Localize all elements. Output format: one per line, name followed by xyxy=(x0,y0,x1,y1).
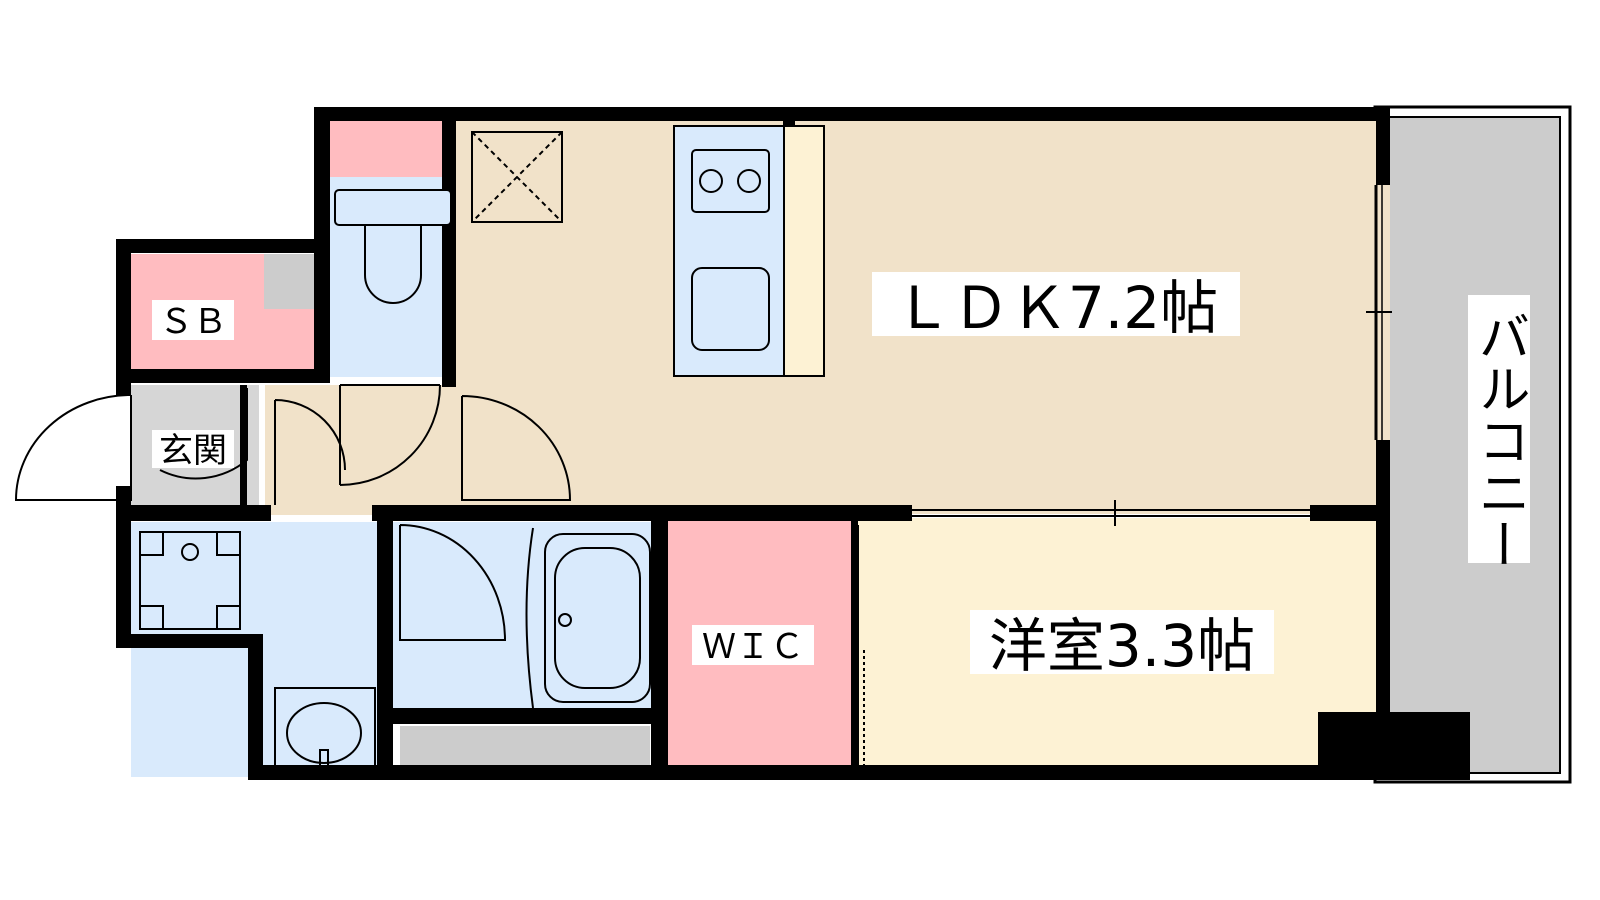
bathroom-floor xyxy=(393,522,651,712)
toilet-icon xyxy=(334,189,452,304)
hallway-door xyxy=(274,399,346,505)
laundry-pan-icon xyxy=(139,531,241,630)
ldk-door xyxy=(461,395,572,501)
labels: ＬＤＫ7.2帖 洋室3.3帖 バルコニー ＷＩＣ ＳＢ 玄関 xyxy=(152,272,1530,680)
entrance-inner-door xyxy=(159,388,248,480)
sink-icon xyxy=(691,267,770,351)
doors xyxy=(14,185,1392,775)
sb-label: ＳＢ xyxy=(159,302,227,342)
stove-icon xyxy=(691,149,770,213)
toilet-storage xyxy=(330,120,450,177)
wic-label: ＷＩＣ xyxy=(702,627,804,667)
ldk-label: ＬＤＫ7.2帖 xyxy=(894,274,1218,342)
front-door xyxy=(14,394,132,501)
bathtub-icon xyxy=(525,527,651,709)
entrance-label: 玄関 xyxy=(159,431,227,471)
bath-door xyxy=(399,524,507,641)
washbasin-icon xyxy=(274,687,376,769)
balcony-label: バルコニー xyxy=(1469,310,1529,570)
walls xyxy=(116,107,1470,780)
hallway-floor xyxy=(265,385,460,515)
fridge-space-icon xyxy=(471,131,563,223)
kitchen-counter xyxy=(673,125,825,377)
balcony xyxy=(1373,105,1572,784)
western-room-label: 洋室3.3帖 xyxy=(989,612,1255,680)
toilet-door xyxy=(339,384,441,486)
